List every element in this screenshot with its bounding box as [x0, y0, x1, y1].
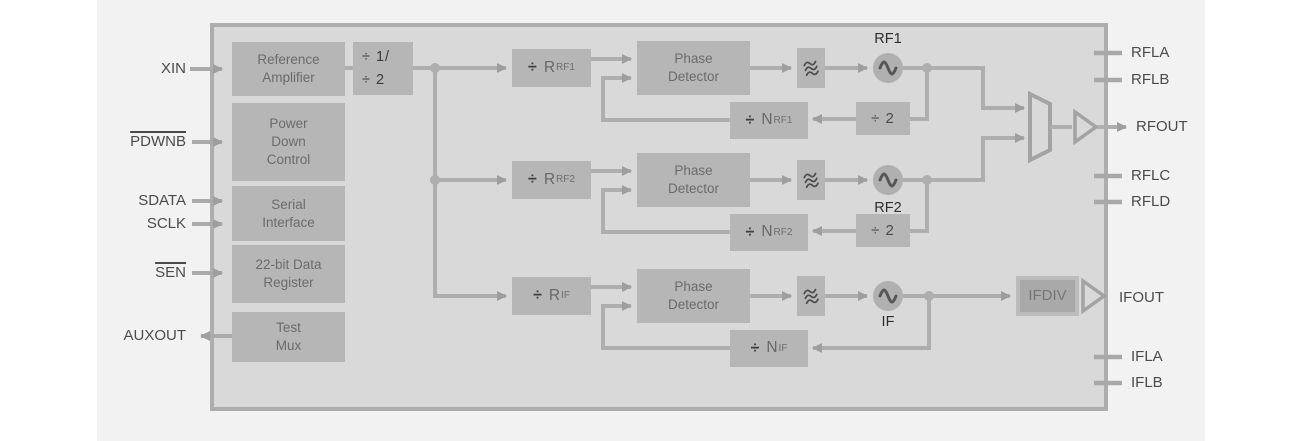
- divide-icon: ÷: [528, 171, 537, 189]
- pin-label-pdwnb: PDWNB: [130, 133, 186, 150]
- ref-divider-line1: ÷ 1/: [362, 49, 391, 66]
- vco-to-ndiv-feedback-wire: [812, 296, 931, 353]
- pin-label-rfout: RFOUT: [1136, 118, 1188, 135]
- phase-detector-rf2-block: Phase Detector: [637, 153, 750, 207]
- r-divider-rf1-sub: RF1: [556, 62, 575, 74]
- vco-label-rf1: RF1: [874, 31, 902, 47]
- output-buffer-triangle-rfout: [1073, 108, 1100, 146]
- power-down-control-block: Power Down Control: [232, 103, 345, 181]
- divide-by-2-rf1-block: ÷ 2: [856, 102, 910, 135]
- junction-dot: [924, 291, 934, 301]
- r-divider-rf1-name: R: [543, 58, 556, 76]
- divide-icon: ÷: [745, 111, 755, 129]
- serial-interface-block: Serial Interface: [232, 186, 345, 241]
- pin-label-xin: XIN: [160, 60, 186, 77]
- output-buffer-triangle-ifout: [1081, 277, 1108, 315]
- sine-wave-oscillator-icon: [878, 288, 898, 304]
- ndiv-to-pd-feedback-wire: [601, 185, 730, 234]
- n-divider-rf1-sub: RF1: [773, 114, 793, 126]
- test-mux-block: Test Mux: [232, 312, 345, 362]
- n-divider-rf1-name: N: [761, 111, 773, 129]
- ref-branch-if-wire: [433, 68, 507, 301]
- pin-label-rfld: RFLD: [1131, 193, 1171, 210]
- pin-label-rflb: RFLB: [1131, 71, 1170, 88]
- sine-wave-oscillator-icon: [878, 172, 898, 188]
- sine-wave-oscillator-icon: [878, 60, 898, 76]
- vco-to-mux-wire: [927, 133, 1025, 182]
- divide-icon: ÷: [528, 59, 537, 77]
- if-wires: [591, 282, 1011, 353]
- n-divider-if-name: N: [766, 339, 778, 357]
- vco-to-div2-wire: [910, 180, 929, 233]
- vco-to-mux-wire: [927, 66, 1025, 113]
- divide-icon: ÷: [745, 223, 755, 241]
- reference-divider-block: ÷ 1/ ÷ 2: [353, 42, 413, 95]
- pin-label-auxout: AUXOUT: [123, 327, 186, 344]
- rf1-wires: [591, 54, 1025, 124]
- divide-icon: ÷: [750, 339, 760, 357]
- junction-dot: [430, 175, 440, 185]
- vco-label-if: IF: [881, 314, 895, 330]
- mux-trapezoid: [1028, 90, 1052, 164]
- junction-dot: [922, 63, 932, 73]
- data-register-block: 22-bit Data Register: [232, 245, 345, 303]
- reference-distribution-wires: [345, 63, 507, 301]
- n-divider-rf2-name: N: [761, 223, 773, 241]
- n-divider-rf2-sub: RF2: [773, 226, 793, 238]
- ifdiv-block: IFDIV: [1016, 276, 1079, 316]
- divide-by-2-label: ÷ 2: [871, 221, 895, 239]
- n-divider-if-sub: IF: [778, 342, 788, 354]
- junction-dot: [430, 63, 440, 73]
- r-divider-if-name: R: [548, 286, 561, 304]
- pin-label-rfla: RFLA: [1131, 44, 1170, 61]
- vco-label-rf2: RF2: [874, 200, 902, 216]
- triple-tilde-filter-icon: [803, 288, 819, 305]
- pin-label-iflb: IFLB: [1131, 374, 1163, 391]
- divide-by-2-rf2-block: ÷ 2: [856, 214, 910, 247]
- triple-tilde-filter-icon: [803, 60, 819, 77]
- junction-dot: [922, 175, 932, 185]
- pin-label-sdata: SDATA: [138, 192, 186, 209]
- phase-detector-rf1-block: Phase Detector: [637, 41, 750, 95]
- divide-by-2-label: ÷ 2: [871, 109, 895, 127]
- pin-label-rflc: RFLC: [1131, 167, 1171, 184]
- vco-icons: [873, 53, 903, 311]
- ref-divider-line2: ÷ 2: [362, 71, 386, 88]
- left-pin-arrows: [190, 64, 232, 341]
- pin-label-ifla: IFLA: [1131, 348, 1163, 365]
- reference-amplifier-block: Reference Amplifier: [232, 42, 345, 96]
- rf2-wires: [591, 133, 1025, 236]
- r-divider-rf2-sub: RF2: [556, 174, 575, 186]
- pin-label-sen: SEN: [155, 264, 186, 281]
- triple-tilde-filter-icon: [803, 172, 819, 189]
- vco-to-div2-wire: [910, 68, 929, 121]
- phase-detector-if-block: Phase Detector: [637, 269, 750, 323]
- r-divider-rf2-name: R: [543, 170, 556, 188]
- output-stage: [1028, 90, 1127, 315]
- ndiv-to-pd-feedback-wire: [601, 73, 730, 122]
- ndiv-to-pd-feedback-wire: [601, 301, 730, 350]
- pin-label-sclk: SCLK: [146, 215, 186, 232]
- pin-label-ifout: IFOUT: [1119, 289, 1164, 306]
- divide-icon: ÷: [533, 287, 542, 305]
- r-divider-if-sub: IF: [561, 290, 570, 302]
- loop-filter-icons: [797, 48, 825, 316]
- right-pin-stubs: [1094, 50, 1122, 386]
